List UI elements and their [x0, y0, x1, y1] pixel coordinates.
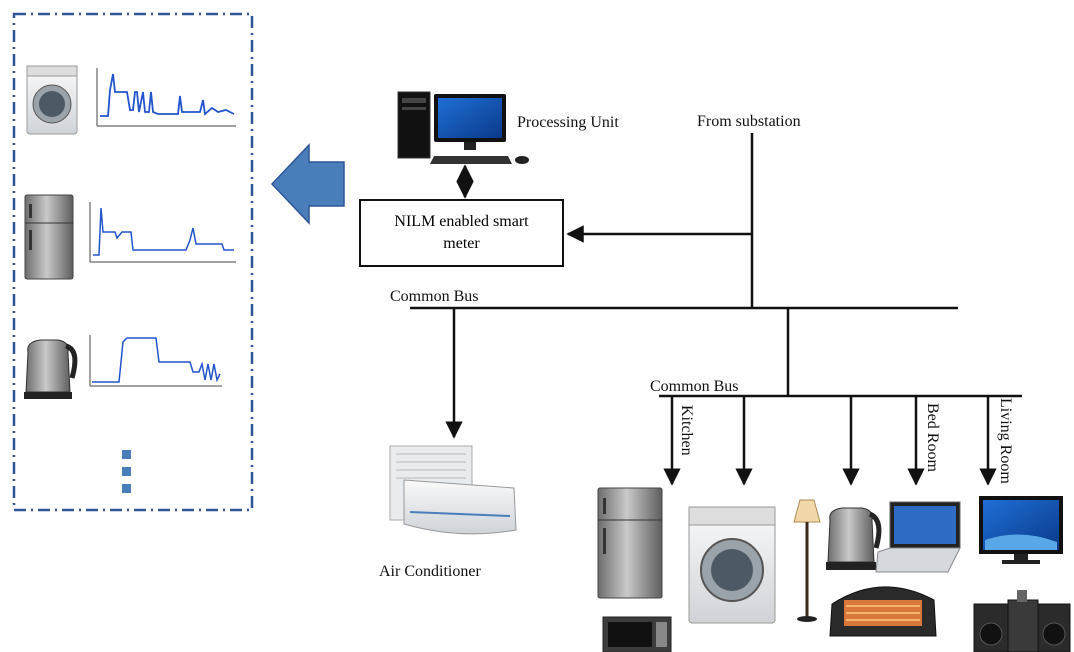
refrigerator-signal — [93, 207, 234, 256]
bed-room-label: Bed Room — [924, 403, 941, 472]
common-bus-sub-label: Common Bus — [650, 378, 739, 395]
kitchen-label: Kitchen — [678, 405, 695, 456]
common-bus-main-label: Common Bus — [390, 288, 479, 305]
washing-machine-icon — [26, 65, 78, 135]
floor-lamp-icon — [793, 499, 821, 622]
laptop-icon — [875, 501, 961, 573]
more-appliances-ellipsis — [122, 450, 131, 493]
washing-machine-signal — [100, 73, 235, 117]
air-conditioner-icon — [389, 445, 517, 535]
appliance-signatures-panel — [12, 12, 254, 512]
computer-icon — [397, 91, 529, 164]
processing-unit-label: Processing Unit — [517, 114, 619, 131]
tv-icon — [979, 496, 1063, 564]
stereo-icon — [973, 590, 1071, 652]
wiring — [410, 133, 1022, 486]
kettle-icon — [24, 339, 78, 399]
from-substation-label: From substation — [697, 113, 801, 130]
kettle-signal — [92, 337, 221, 383]
air-conditioner-label: Air Conditioner — [379, 563, 481, 580]
refrigerator-icon — [24, 194, 74, 280]
kettle-icon — [826, 507, 882, 570]
washing-machine-icon — [688, 506, 776, 624]
living-room-label: Living Room — [997, 398, 1014, 484]
refrigerator-icon — [597, 487, 663, 599]
output-arrow — [270, 143, 345, 225]
microwave-icon — [602, 616, 672, 652]
heater-icon — [829, 586, 937, 637]
smart-meter-box: NILM enabled smart meter — [359, 199, 564, 267]
